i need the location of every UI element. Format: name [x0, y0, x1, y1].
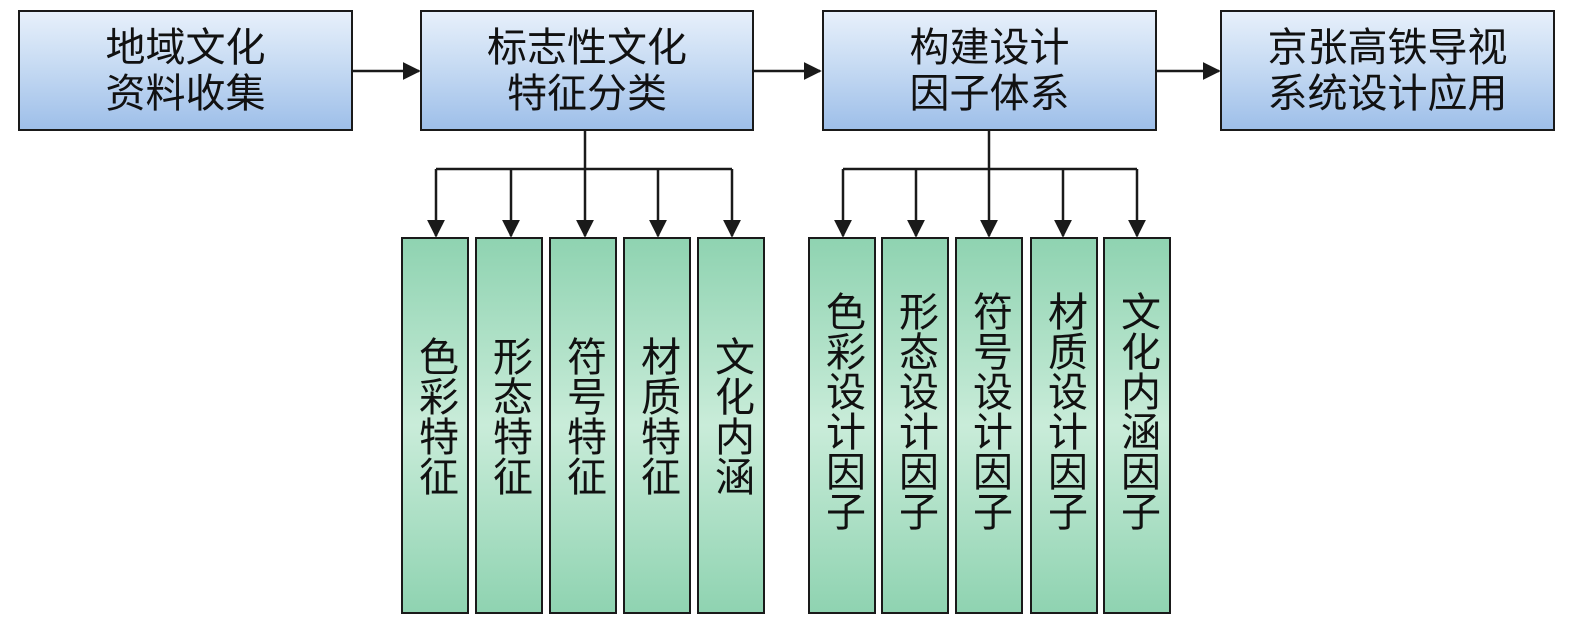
feature-branch	[427, 131, 741, 238]
factor-box-symbol: 符号设计因子	[955, 237, 1023, 614]
factor-box-culture: 文化内涵因子	[1103, 237, 1171, 614]
feature-box-form: 形态特征	[475, 237, 543, 614]
factor-label: 形态设计因子	[892, 291, 938, 531]
feature-box-material: 材质特征	[623, 237, 691, 614]
feature-box-color: 色彩特征	[401, 237, 469, 614]
factor-box-material: 材质设计因子	[1030, 237, 1098, 614]
feature-label: 符号特征	[560, 336, 606, 496]
factor-branch	[834, 131, 1146, 238]
factor-label: 材质设计因子	[1041, 291, 1087, 531]
step-box-feature-classification: 标志性文化 特征分类	[420, 10, 754, 131]
step-box-line: 系统设计应用	[1267, 70, 1508, 117]
factor-label: 色彩设计因子	[819, 291, 865, 531]
step-box-design-factor-system: 构建设计 因子体系	[822, 10, 1157, 131]
step-box-line: 京张高铁导视	[1267, 24, 1508, 71]
feature-box-culture: 文化内涵	[697, 237, 765, 614]
step-box-line: 地域文化	[105, 24, 266, 71]
step-box-line: 标志性文化	[487, 24, 687, 71]
factor-box-form: 形态设计因子	[881, 237, 949, 614]
factor-label: 文化内涵因子	[1114, 291, 1160, 531]
step-box-line: 构建设计	[909, 24, 1070, 71]
step-box-line: 因子体系	[909, 70, 1070, 117]
feature-label: 文化内涵	[708, 336, 754, 496]
factor-label: 符号设计因子	[966, 291, 1012, 531]
step-box-line: 特征分类	[507, 70, 667, 117]
feature-box-symbol: 符号特征	[549, 237, 617, 614]
step-box-signage-application: 京张高铁导视 系统设计应用	[1220, 10, 1555, 131]
step-box-line: 资料收集	[105, 70, 266, 117]
feature-label: 色彩特征	[412, 336, 458, 496]
feature-label: 材质特征	[634, 336, 680, 496]
factor-box-color: 色彩设计因子	[808, 237, 876, 614]
feature-label: 形态特征	[486, 336, 532, 496]
step-box-cultural-data-collection: 地域文化 资料收集	[18, 10, 353, 131]
